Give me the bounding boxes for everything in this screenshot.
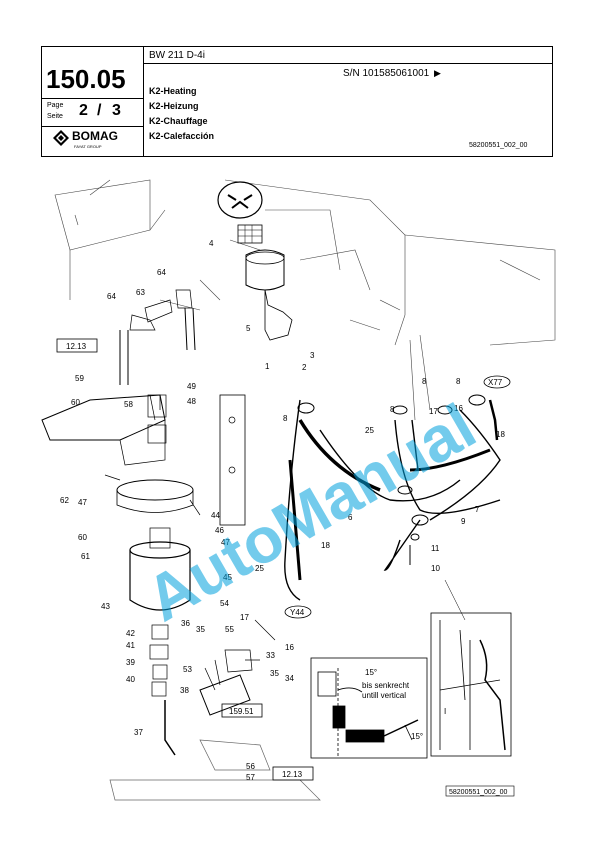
page-current: 2 — [79, 102, 88, 119]
callout: 16 — [285, 643, 294, 652]
callout: 62 — [60, 496, 69, 505]
callout: 46 — [215, 526, 224, 535]
model-name: BW 211 D-4i — [149, 50, 205, 61]
callout: 38 — [180, 686, 189, 695]
seite-label: Seite — [47, 113, 63, 120]
callout: 18 — [496, 430, 505, 439]
title-fr: K2-Chauffage — [149, 116, 208, 126]
callout: 6 — [348, 513, 353, 522]
document-code: 58200551_002_00 — [469, 142, 528, 149]
connector-y44: Y44 — [290, 608, 305, 617]
detail-angle-2: 15° — [411, 732, 423, 741]
detail-text-en: untill vertical — [362, 691, 406, 700]
callout: 43 — [101, 602, 110, 611]
callout: 47 — [78, 498, 87, 507]
pump-assembly — [109, 619, 321, 801]
bracket-assembly — [41, 394, 246, 526]
machine-frame — [54, 179, 556, 421]
watermark: AutoManual — [134, 390, 487, 635]
callout: 48 — [187, 397, 196, 406]
callout: 54 — [220, 599, 229, 608]
callout: 2 — [302, 363, 307, 372]
detail-annotations: 15° bis senkrecht untill vertical 15° I — [362, 668, 446, 741]
heater-filter-housing — [217, 181, 293, 341]
brand-name: BOMAG — [72, 129, 118, 143]
title-de: K2-Heizung — [149, 101, 199, 111]
detail-angle: 15° — [365, 668, 377, 677]
callout: 4 — [209, 239, 214, 248]
callout: 60 — [71, 398, 80, 407]
hoses — [284, 399, 501, 601]
title-es: K2-Calefacción — [149, 131, 215, 141]
ref-159-51: 159.51 — [229, 707, 254, 716]
detail-vertical-inset — [310, 657, 428, 759]
ref-12-13-top: 12.13 — [66, 342, 87, 351]
callout: 25 — [255, 564, 264, 573]
serial-number: S/N 101585061001 — [343, 68, 430, 79]
callout: 57 — [246, 773, 255, 782]
page-number: 150.05 — [46, 64, 126, 94]
callout: 44 — [211, 511, 220, 520]
callout: 9 — [461, 517, 466, 526]
callout: 41 — [126, 641, 135, 650]
callout: 59 — [75, 374, 84, 383]
footer-code: 58200551_002_00 — [449, 789, 508, 796]
callout: 64 — [157, 268, 166, 277]
callout: 45 — [223, 573, 232, 582]
callout: 16 — [454, 404, 463, 413]
callout: 42 — [126, 629, 135, 638]
callout: 63 — [136, 288, 145, 297]
callout: 64 — [107, 292, 116, 301]
detail-hose-inset — [430, 579, 512, 757]
callout: 33 — [266, 651, 275, 660]
page-total: 3 — [112, 102, 121, 119]
header-block: BW 211 D-4i 150.05 S/N 101585061001 ▶ Pa… — [41, 46, 553, 157]
callout: 18 — [321, 541, 330, 550]
serial-arrow-icon: ▶ — [434, 68, 441, 78]
detail-text-de: bis senkrecht — [362, 681, 410, 690]
callout: 8 — [422, 377, 427, 386]
callout: 8 — [283, 414, 288, 423]
ref-12-13-bottom: 12.13 — [282, 770, 303, 779]
callout: 56 — [246, 762, 255, 771]
callout: 58 — [124, 400, 133, 409]
callout: 37 — [134, 728, 143, 737]
callout: 5 — [246, 324, 251, 333]
callout: 60 — [78, 533, 87, 542]
callout: 49 — [187, 382, 196, 391]
callout: 47 — [221, 538, 230, 547]
brand-sub: FAYAT GROUP — [74, 144, 102, 149]
callout: 40 — [126, 675, 135, 684]
callout: 35 — [196, 625, 205, 634]
callout: 7 — [475, 505, 480, 514]
page-separator: / — [97, 102, 102, 119]
callout: 53 — [183, 665, 192, 674]
callout: 11 — [431, 544, 440, 553]
detail-letter: I — [444, 707, 446, 716]
connector-pipes — [119, 289, 196, 385]
hose-clamps — [297, 394, 486, 565]
callout: 1 — [265, 362, 270, 371]
title-en: K2-Heating — [149, 86, 197, 96]
callout: 35 — [270, 669, 279, 678]
expansion-tank — [129, 527, 191, 756]
callout: 3 — [310, 351, 315, 360]
callout: 8 — [390, 405, 395, 414]
callout: 55 — [225, 625, 234, 634]
callout: 10 — [431, 564, 440, 573]
callout: 36 — [181, 619, 190, 628]
callout: 34 — [285, 674, 294, 683]
callout: 17 — [240, 613, 249, 622]
callout: 39 — [126, 658, 135, 667]
callout-labels: 4 5 1 2 3 8 8 8 8 25 17 16 18 6 7 9 11 1… — [60, 239, 505, 782]
page-label: Page — [47, 102, 64, 109]
callout: 61 — [81, 552, 90, 561]
bomag-logo-icon — [53, 130, 69, 146]
callout: 17 — [429, 407, 438, 416]
callout: 8 — [456, 377, 461, 386]
connector-x77: X77 — [488, 378, 503, 387]
reference-boxes: 12.13 159.51 12.13 X77 Y44 — [56, 338, 511, 781]
callout: 25 — [365, 426, 374, 435]
